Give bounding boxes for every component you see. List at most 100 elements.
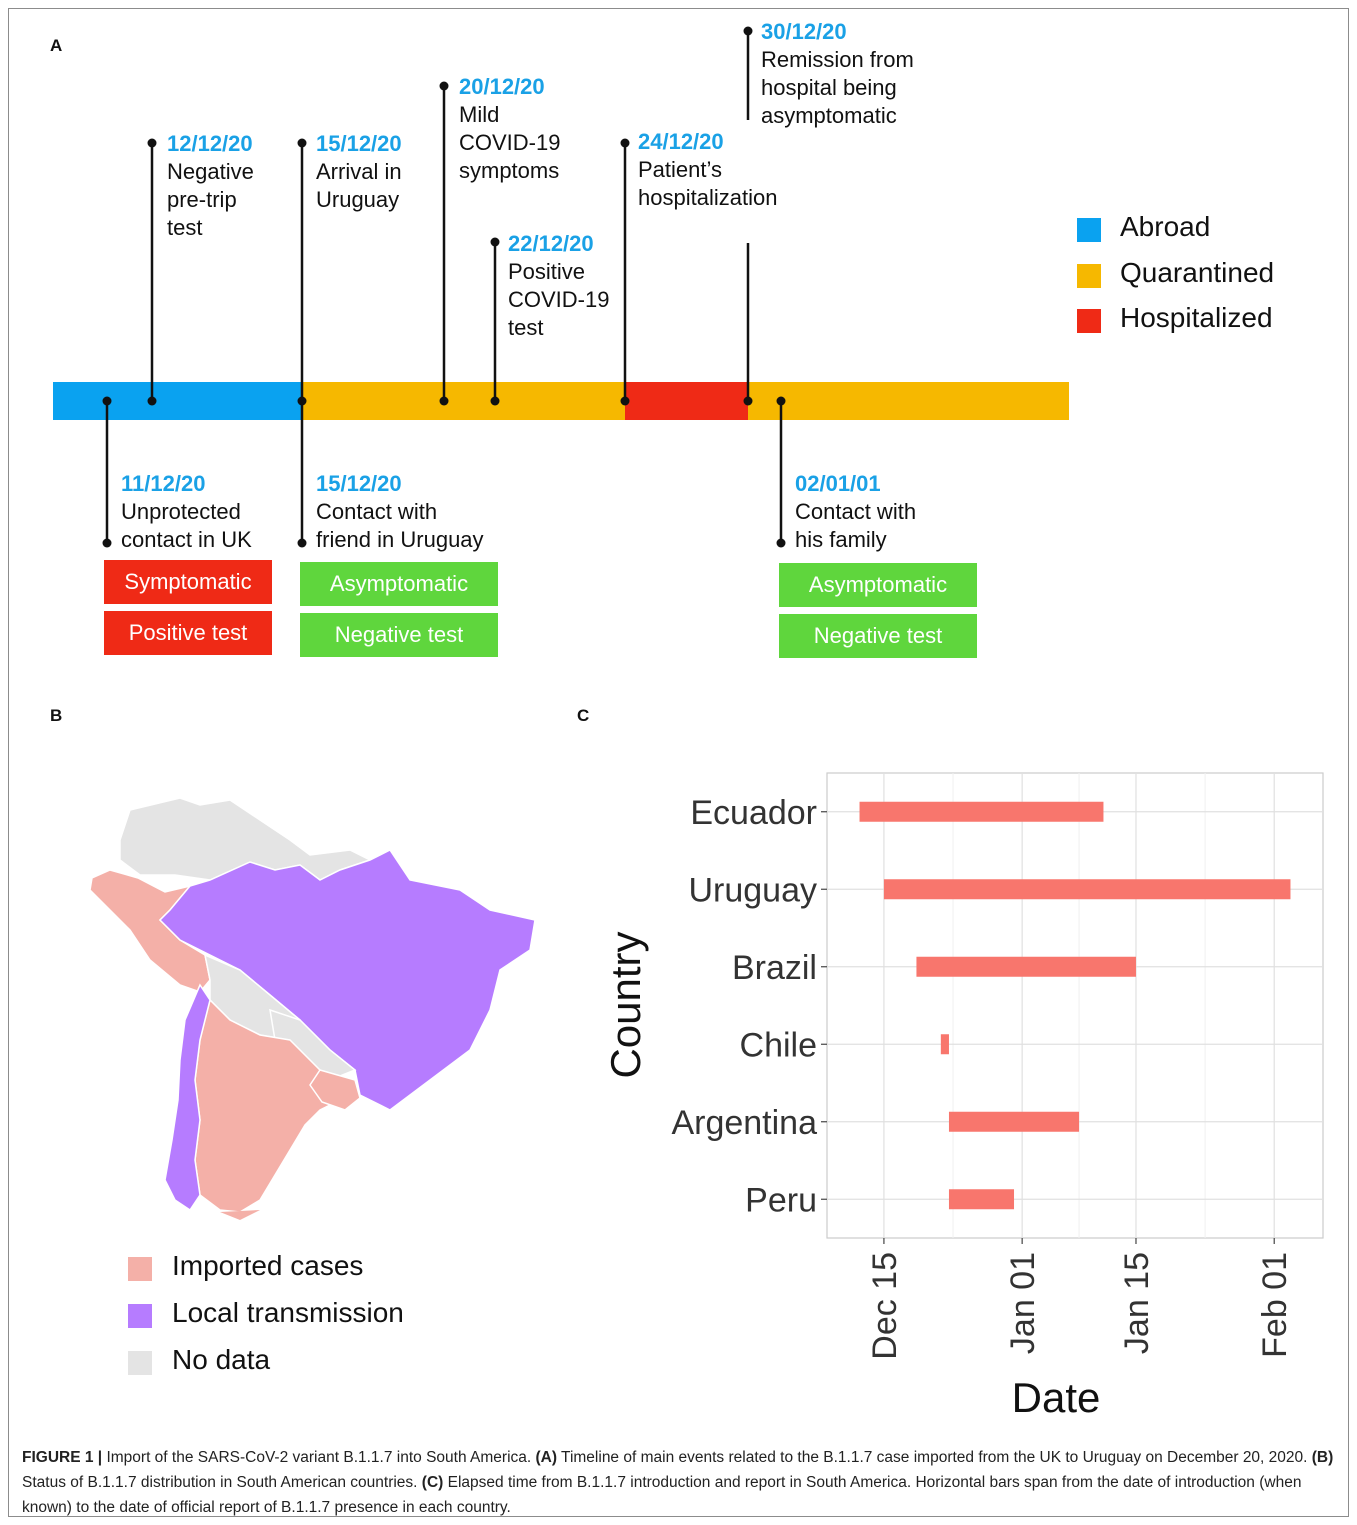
bar-ecuador [859,801,1104,822]
legend-hospitalized-swatch [1077,309,1101,333]
caption-a-text: Timeline of main events related to the B… [557,1449,1312,1466]
status-negative-test: Negative test [779,614,977,658]
event-friend-contact: 15/12/20 Contact with friend in Uruguay [316,470,484,554]
bar-argentina [948,1111,1080,1132]
event-date: 12/12/20 [167,131,253,156]
event-dot [490,396,500,406]
legend-nodata-swatch [128,1351,152,1375]
legend-abroad-label: Abroad [1120,211,1211,242]
map-region-uruguay [309,1069,361,1111]
event-dot [776,396,786,406]
x-tick-label: Feb 01 [1256,1252,1294,1358]
legend-quarantined-label: Quarantined [1120,257,1275,288]
event-dot [743,26,753,36]
x-tick-label: Jan 15 [1118,1252,1156,1354]
event-text: Unprotected contact in UK [121,499,252,552]
y-tick-label: Brazil [732,949,817,987]
event-text: Positive COVID-19 test [508,259,610,340]
timeline-graphic [53,26,1069,548]
legend-hospitalized-label: Hospitalized [1120,302,1273,333]
legend-local-label: Local transmission [172,1297,404,1328]
y-tick-label: Ecuador [690,794,817,832]
event-date: 15/12/20 [316,131,402,156]
plot-panel [826,772,1324,1239]
caption-c-text: Elapsed time from B.1.1.7 introduction a… [22,1474,1302,1516]
event-date: 24/12/20 [638,129,724,154]
legend-imported-label: Imported cases [172,1250,364,1281]
event-dot [147,396,157,406]
event-date: 22/12/20 [508,231,594,256]
event-date: 20/12/20 [459,74,545,99]
event-dot [439,396,449,406]
event-text: Contact with his family [795,499,917,552]
event-family-contact: 02/01/01 Contact with his family [795,470,916,554]
caption-c-tag: (C) [421,1474,444,1491]
bar-uruguay [883,879,1291,900]
legend-local-swatch [128,1304,152,1328]
event-mild-symptoms: 20/12/20 Mild COVID-19 symptoms [459,73,560,185]
event-text: Patient’s hospitalization [638,157,778,210]
caption-b-text: Status of B.1.1.7 distribution in South … [22,1474,422,1491]
event-dot [490,237,500,247]
event-date: 11/12/20 [121,471,206,496]
timeline-quarantine-segment-2 [748,382,1069,420]
event-positive-test: 22/12/20 Positive COVID-19 test [508,230,609,342]
event-dot [297,396,307,406]
event-text: Negative pre-trip test [167,159,254,240]
event-dot [102,538,112,548]
timeline-hospital-segment [625,382,748,420]
event-dot [620,138,630,148]
event-text: Arrival in Uruguay [316,159,402,212]
y-tick-label: Argentina [671,1104,817,1142]
figure-frame [8,8,1349,1517]
south-america-map [89,797,536,1220]
timeline-abroad-segment [53,382,302,420]
legend-nodata-label: No data [172,1344,271,1375]
event-hospitalization: 24/12/20 Patient’s hospitalization [638,128,777,212]
event-dot [102,396,112,406]
status-negative-test: Negative test [300,613,498,657]
caption-a-tag: (A) [535,1449,558,1466]
panel-a-label: A [50,36,63,55]
legend-quarantined-swatch [1077,264,1101,288]
status-positive-test: Positive test [104,611,272,655]
status-asymptomatic: Asymptomatic [300,562,498,606]
event-date: 30/12/20 [761,19,847,44]
y-axis-title: Country [602,931,649,1078]
status-symptomatic: Symptomatic [104,560,272,604]
map-region-tierra-del-fuego [220,1210,260,1220]
event-dot [297,538,307,548]
bar-brazil [916,956,1136,977]
event-date: 15/12/20 [316,471,402,496]
y-tick-label: Peru [745,1181,817,1219]
event-dot [776,538,786,548]
event-text: Mild COVID-19 symptoms [459,102,561,183]
panel-b-label: B [50,706,63,725]
panel-c-label: C [577,706,590,725]
x-axis-title: Date [1012,1374,1101,1421]
map-region-chile [164,983,211,1212]
bar-peru [948,1189,1015,1210]
event-dot [297,138,307,148]
caption-label: FIGURE 1 | [22,1449,103,1466]
event-date: 02/01/01 [795,471,881,496]
figure-caption: FIGURE 1 | Import of the SARS-CoV-2 vari… [22,1445,1342,1520]
event-negative-pretrip: 12/12/20 Negative pre-trip test [167,130,254,242]
event-dot [439,81,449,91]
y-tick-label: Chile [740,1026,817,1064]
event-dot [743,396,753,406]
status-asymptomatic: Asymptomatic [779,563,977,607]
timeline-quarantine-segment [302,382,625,420]
legend-abroad-swatch [1077,218,1101,242]
legend-imported-swatch [128,1257,152,1281]
x-tick-label: Jan 01 [1004,1252,1042,1354]
caption-b-tag: (B) [1311,1449,1334,1466]
bar-chile [940,1034,949,1055]
event-text: Remission from hospital being asymptomat… [761,47,914,128]
event-arrival: 15/12/20 Arrival in Uruguay [316,130,402,214]
event-uk-contact: 11/12/20 Unprotected contact in UK [121,470,252,554]
